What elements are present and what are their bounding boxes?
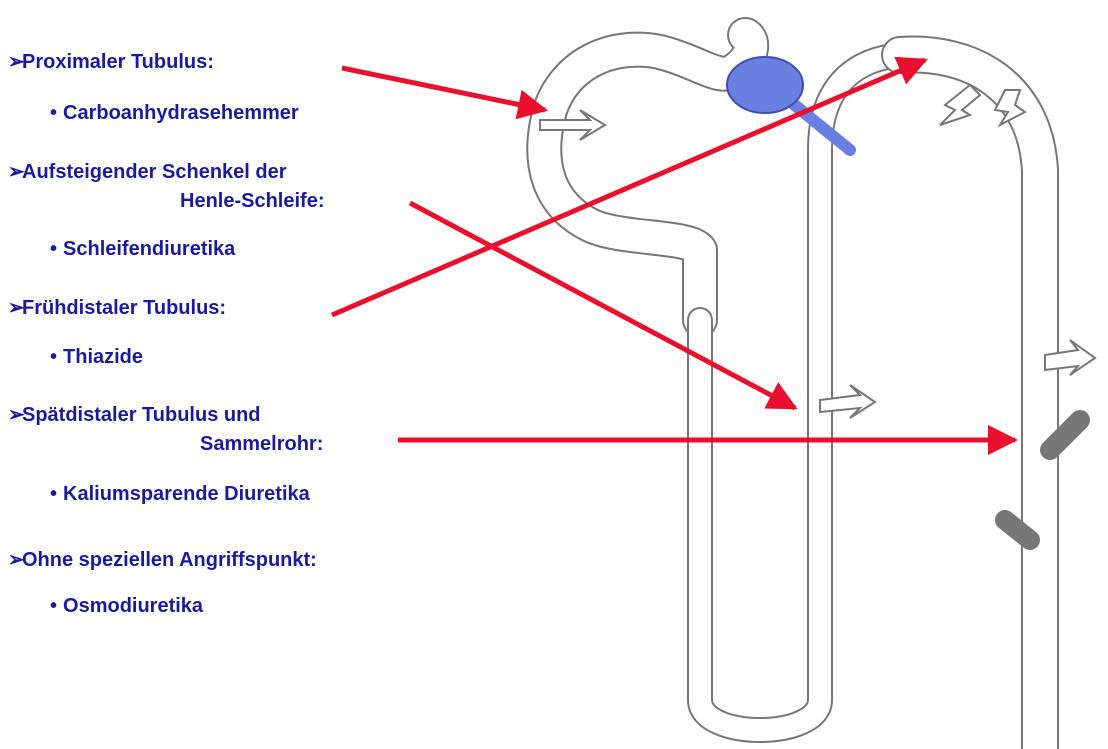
heading-spaetdistaler-tubulus-line2: Sammelrohr: (200, 432, 323, 456)
arrow-bullet-icon: ➢ (8, 296, 22, 320)
heading-aufsteigender-schenkel-line2: Henle-Schleife: (180, 189, 324, 213)
heading-proximal-tubulus: ➢Proximaler Tubulus: (8, 50, 214, 74)
flow-arrow-distal-top-left (940, 85, 980, 125)
heading-spaetdistaler-tubulus-line1: ➢Spätdistaler Tubulus und (8, 403, 261, 427)
heading-ohne-angriffspunkt: ➢Ohne speziellen Angriffspunkt: (8, 548, 317, 572)
arrow-proximal (342, 68, 545, 110)
bullet-dot-icon: • (50, 483, 57, 505)
item-kaliumsparende-diuretika: •Kaliumsparende Diuretika (50, 482, 310, 506)
bullet-dot-icon: • (50, 346, 57, 368)
bullet-dot-icon: • (50, 595, 57, 617)
collecting-duct-outline (900, 55, 1040, 749)
arrow-bullet-icon: ➢ (8, 50, 22, 74)
bullet-dot-icon: • (50, 238, 57, 260)
item-carboanhydrasehemmer: •Carboanhydrasehemmer (50, 101, 299, 125)
glomerulus (727, 57, 803, 113)
arrow-bullet-icon: ➢ (8, 548, 22, 572)
henle-loop-lumen (700, 55, 900, 730)
arrow-bullet-icon: ➢ (8, 160, 22, 184)
item-schleifendiuretika: •Schleifendiuretika (50, 237, 235, 261)
item-osmodiuretika: •Osmodiuretika (50, 594, 203, 618)
henle-loop-outline (700, 55, 900, 730)
arrow-early-distal (332, 60, 925, 315)
arrow-bullet-icon: ➢ (8, 403, 22, 427)
heading-aufsteigender-schenkel-line1: ➢Aufsteigender Schenkel der (8, 160, 287, 184)
heading-fruehdistaler-tubulus: ➢Frühdistaler Tubulus: (8, 296, 226, 320)
item-thiazide: •Thiazide (50, 345, 143, 369)
bullet-dot-icon: • (50, 102, 57, 124)
collecting-duct-lumen (900, 55, 1040, 749)
